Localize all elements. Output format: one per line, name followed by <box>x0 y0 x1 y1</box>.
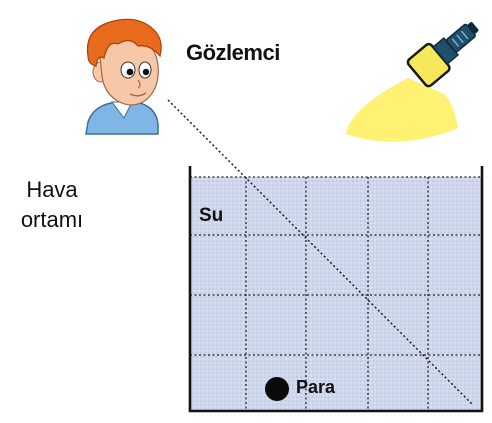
grid-lines <box>190 176 482 411</box>
water-region <box>190 177 482 411</box>
container-walls <box>188 166 484 413</box>
boy-face-icon <box>85 18 162 135</box>
flashlight-icon <box>346 22 479 142</box>
water-tank <box>188 166 484 413</box>
air-medium-label: Hava ortamı <box>20 177 84 232</box>
coin-icon <box>265 377 289 401</box>
observer-label: Gözlemci <box>186 40 280 65</box>
coin-label: Para <box>296 377 336 397</box>
water-label: Su <box>199 205 224 226</box>
